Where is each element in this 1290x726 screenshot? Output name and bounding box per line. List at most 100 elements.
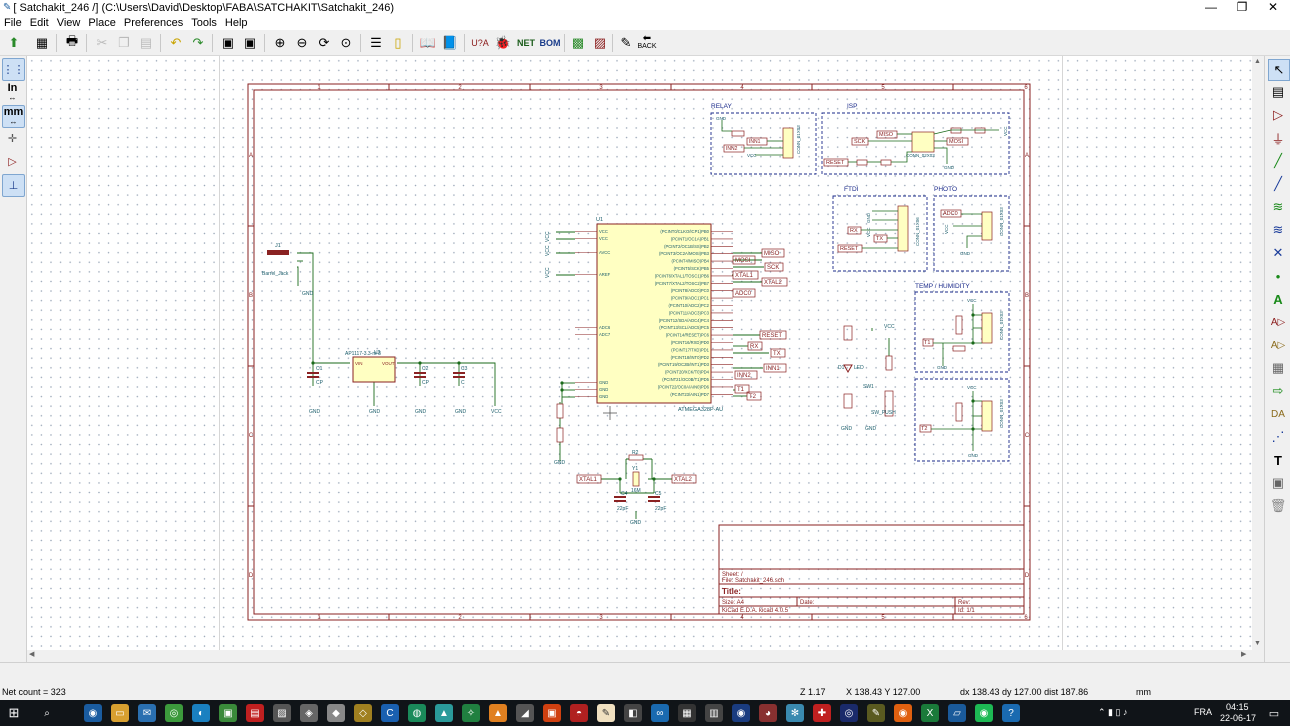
app-icon-1[interactable]: ◉ — [84, 704, 102, 722]
scroll-down-icon[interactable]: ▼ — [1254, 640, 1261, 647]
mail-icon[interactable]: ✉ — [138, 704, 156, 722]
app-icon-11[interactable]: ◢ — [516, 704, 534, 722]
net-adc0[interactable]: ADC0 — [732, 288, 756, 298]
import-sheet-pin-icon[interactable]: ⇨ — [1272, 383, 1284, 398]
wire-to-bus-icon[interactable]: ≋ — [1272, 199, 1284, 214]
app-icon-21[interactable]: ✎ — [867, 704, 885, 722]
folder-icon[interactable]: ▭ — [111, 704, 129, 722]
place-component-icon[interactable]: ▷ — [1273, 107, 1283, 122]
tray-icons[interactable]: ⌃ ▮ ▯ ♪ — [1098, 707, 1128, 717]
spotify-icon[interactable]: ◉ — [975, 704, 993, 722]
photos-icon[interactable]: ▨ — [273, 704, 291, 722]
place-wire-icon[interactable]: ╱ — [1274, 153, 1282, 168]
scroll-right-icon[interactable]: ▶ — [1241, 651, 1247, 658]
net-xtal1[interactable]: XTAL1 — [732, 270, 759, 280]
leave-sheet-icon[interactable]: ▯ — [394, 35, 402, 50]
arduino-icon[interactable]: ∞ — [651, 704, 669, 722]
image-icon[interactable]: ▣ — [1271, 475, 1285, 490]
place-power-icon[interactable]: ⏚ — [1271, 131, 1285, 147]
hidden-pins-icon[interactable]: ▷ — [8, 156, 17, 168]
find-replace-icon[interactable]: ▣ — [243, 35, 257, 50]
calculator-icon[interactable]: ▦ — [678, 704, 696, 722]
bus-to-bus-icon[interactable]: ≋ — [1272, 222, 1284, 237]
pdf-icon[interactable]: ▤ — [246, 704, 264, 722]
clock-date[interactable]: 22-06-17 — [1220, 713, 1257, 723]
vlc-icon[interactable]: ▲ — [489, 704, 507, 722]
app-icon-2[interactable]: ◐ — [192, 704, 210, 722]
net-xtal2-crystal[interactable]: XTAL2 — [671, 474, 697, 484]
junction-icon[interactable]: • — [1275, 268, 1281, 284]
net-t2[interactable]: T2 — [746, 391, 762, 401]
place-bus-icon[interactable]: ╱ — [1274, 176, 1282, 191]
net-label-icon[interactable]: A — [1273, 291, 1283, 307]
cursor-shape-icon[interactable]: ✛ — [7, 133, 18, 145]
app-icon-7[interactable]: C — [381, 704, 399, 722]
net-mosi[interactable]: MOSI — [732, 255, 756, 265]
zoom-in-icon[interactable]: ⊕ — [274, 35, 286, 50]
app-icon-6[interactable]: ◇ — [354, 704, 372, 722]
annotate-icon[interactable]: U?A — [471, 38, 489, 48]
library-browser-icon[interactable]: 📘 — [441, 35, 459, 50]
app-icon-10[interactable]: ✧ — [462, 704, 480, 722]
find-icon[interactable]: ▣ — [221, 35, 235, 50]
net-miso[interactable]: MISO — [761, 248, 785, 258]
minimize-button[interactable]: — — [1205, 0, 1217, 14]
bom-icon[interactable]: BOM — [539, 38, 561, 48]
grid-toggle-icon[interactable]: ⋮⋮ — [2, 58, 25, 81]
app-icon-22[interactable]: ▱ — [948, 704, 966, 722]
app-icon-18[interactable]: ✻ — [786, 704, 804, 722]
sheet-pin-icon[interactable]: DA — [1271, 408, 1285, 420]
no-connect-icon[interactable]: ✕ — [1272, 245, 1284, 260]
net-inn2[interactable]: INN2 — [734, 370, 758, 380]
close-button[interactable]: ✕ — [1267, 0, 1279, 14]
search-icon[interactable]: ⌕ — [44, 707, 50, 719]
hier-label-icon[interactable]: A▷ — [1270, 339, 1286, 351]
redo-icon[interactable]: ↷ — [192, 35, 204, 50]
edit-sheet-icon[interactable]: ✎ — [620, 35, 632, 50]
undo-icon[interactable]: ↶ — [170, 35, 182, 50]
app-icon-19[interactable]: ✚ — [813, 704, 831, 722]
vertical-scrollbar[interactable]: ▲ ▼ — [1252, 56, 1264, 650]
net-rx[interactable]: RX — [747, 341, 763, 351]
app-icon-8[interactable]: ◍ — [408, 704, 426, 722]
zoom-fit-icon[interactable]: ⊙ — [340, 35, 352, 50]
hier-sheet-icon[interactable]: ▦ — [1271, 360, 1285, 375]
graphic-line-icon[interactable]: ⋰ — [1271, 429, 1285, 444]
copy-icon[interactable]: ❐ — [118, 35, 130, 50]
app-icon-17[interactable]: ◕ — [759, 704, 777, 722]
net-xtal2[interactable]: XTAL2 — [761, 277, 788, 287]
app-icon-20[interactable]: ◎ — [840, 704, 858, 722]
horizontal-scrollbar[interactable]: ◀ ▶ — [27, 650, 1252, 661]
text-icon[interactable]: T — [1274, 452, 1282, 468]
hierarchy-navigator-icon[interactable]: ☰ — [370, 35, 382, 50]
app-icon-15[interactable]: ▥ — [705, 704, 723, 722]
net-t1[interactable]: T1 — [734, 384, 750, 394]
menu-place[interactable]: Place — [88, 16, 116, 29]
net-xtal1-crystal[interactable]: XTAL1 — [576, 474, 602, 484]
menu-help[interactable]: Help — [224, 16, 248, 29]
menu-view[interactable]: View — [56, 16, 81, 29]
net-reset[interactable]: RESET — [759, 330, 787, 340]
clock-time[interactable]: 04:15 — [1226, 702, 1249, 712]
app-icon-4[interactable]: ◈ — [300, 704, 318, 722]
menu-edit[interactable]: Edit — [29, 16, 49, 29]
mm-button[interactable]: mm↔ — [2, 105, 25, 128]
app-icon-12[interactable]: ▣ — [543, 704, 561, 722]
menu-file[interactable]: File — [4, 16, 22, 29]
orthogonal-wire-icon[interactable]: ⊥ — [2, 174, 25, 197]
start-icon[interactable]: ⊞ — [8, 705, 20, 720]
netlist-icon[interactable]: NET — [517, 38, 535, 48]
sheet-settings-icon[interactable]: ▦ — [35, 35, 49, 50]
pcbnew-icon[interactable]: ▨ — [593, 35, 607, 50]
app-icon-5[interactable]: ◆ — [327, 704, 345, 722]
zoom-out-icon[interactable]: ⊖ — [296, 35, 308, 50]
redraw-icon[interactable]: ⟳ — [318, 35, 330, 50]
inches-button[interactable]: In↔ — [7, 81, 18, 102]
select-cursor-icon[interactable]: ↖ — [1268, 59, 1290, 81]
notifications-icon[interactable]: ▭ — [1268, 707, 1280, 720]
cut-icon[interactable]: ✂ — [96, 35, 108, 50]
kicad-eeschema-icon[interactable]: ✎ — [597, 704, 615, 722]
global-label-icon[interactable]: A▷ — [1270, 316, 1286, 328]
app-icon-9[interactable]: ▲ — [435, 704, 453, 722]
app-icon-13[interactable]: ◓ — [570, 704, 588, 722]
